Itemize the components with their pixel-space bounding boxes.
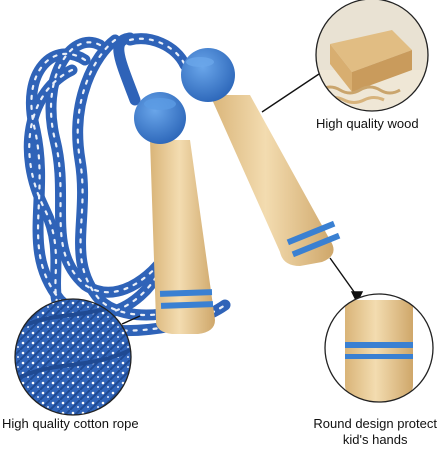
caption-high-quality-cotton-rope: High quality cotton rope [2, 416, 139, 431]
caption-round-design-line2: kid's hands [342, 432, 408, 447]
handle-left [134, 92, 215, 334]
handle-right [181, 48, 341, 266]
caption-round-design: Round design protect kid's hands [313, 416, 437, 448]
rope-detail-circle [14, 298, 132, 416]
wood-detail-circle [315, 0, 429, 112]
caption-round-design-line1: Round design protect [313, 416, 437, 431]
handle-end-detail-circle [324, 293, 434, 403]
caption-high-quality-wood: High quality wood [316, 116, 419, 131]
